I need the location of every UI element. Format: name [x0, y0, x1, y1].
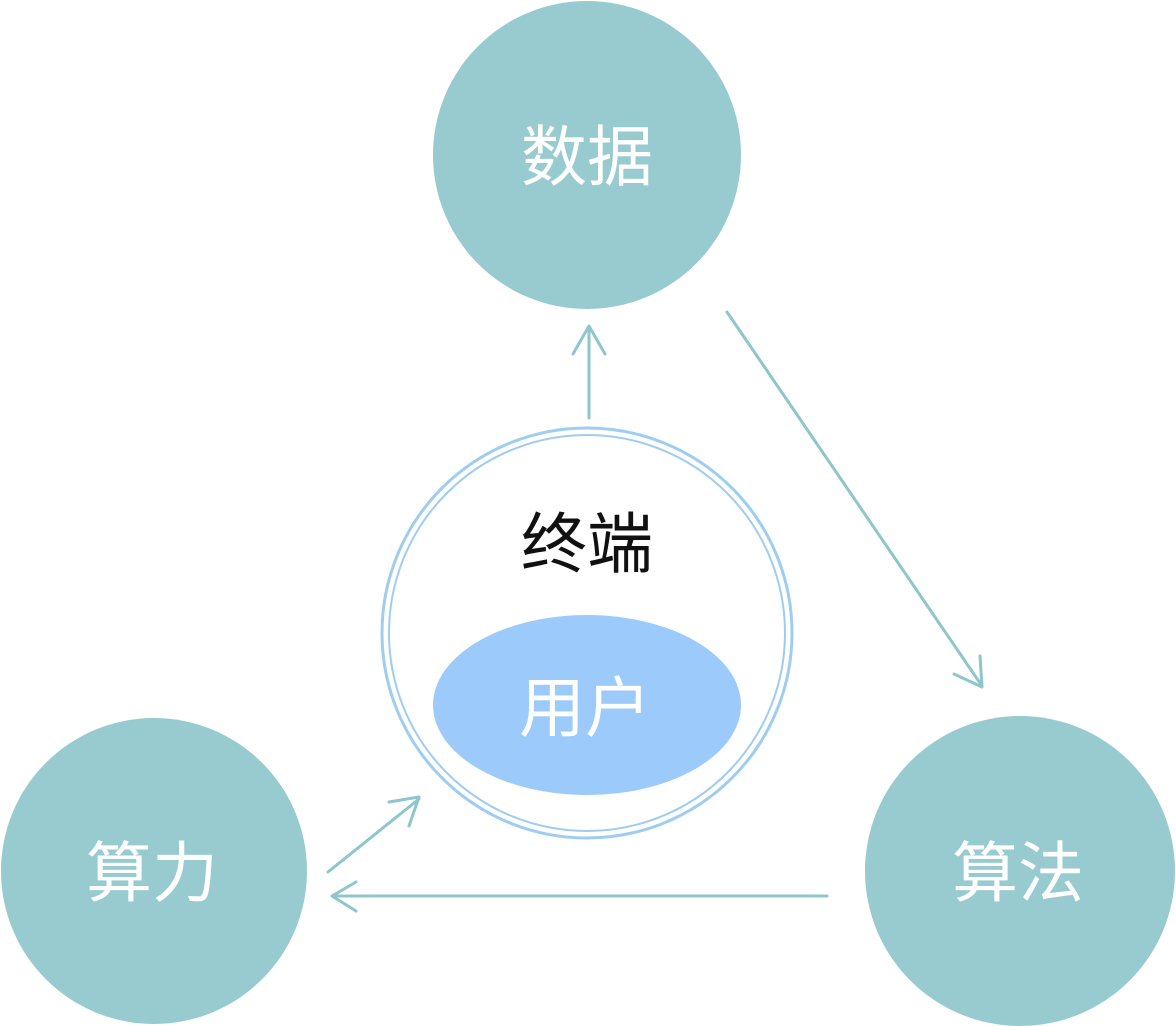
arrow-data-to-algorithm	[725, 310, 984, 689]
node-compute: 算力	[1, 718, 307, 1024]
node-user-label: 用户	[519, 670, 651, 747]
node-terminal: 终端 用户	[380, 426, 794, 840]
node-compute-label: 算力	[86, 835, 218, 912]
user-ellipse	[433, 615, 741, 795]
node-compute-circle	[1, 718, 307, 1024]
terminal-ring-inner	[388, 434, 786, 832]
node-data-label: 数据	[521, 119, 653, 196]
node-data-circle	[433, 1, 741, 309]
arrow-compute-to-terminal	[326, 795, 421, 874]
node-algorithm: 算法	[865, 716, 1175, 1026]
node-algorithm-label: 算法	[952, 835, 1084, 912]
terminal-ring-outer	[380, 426, 794, 840]
arrows	[326, 310, 984, 913]
arrow-algorithm-to-compute	[330, 880, 829, 913]
node-algorithm-circle	[865, 716, 1175, 1026]
node-terminal-label: 终端	[521, 506, 653, 583]
node-data: 数据	[433, 1, 741, 309]
arrow-terminal-to-data	[571, 324, 607, 420]
